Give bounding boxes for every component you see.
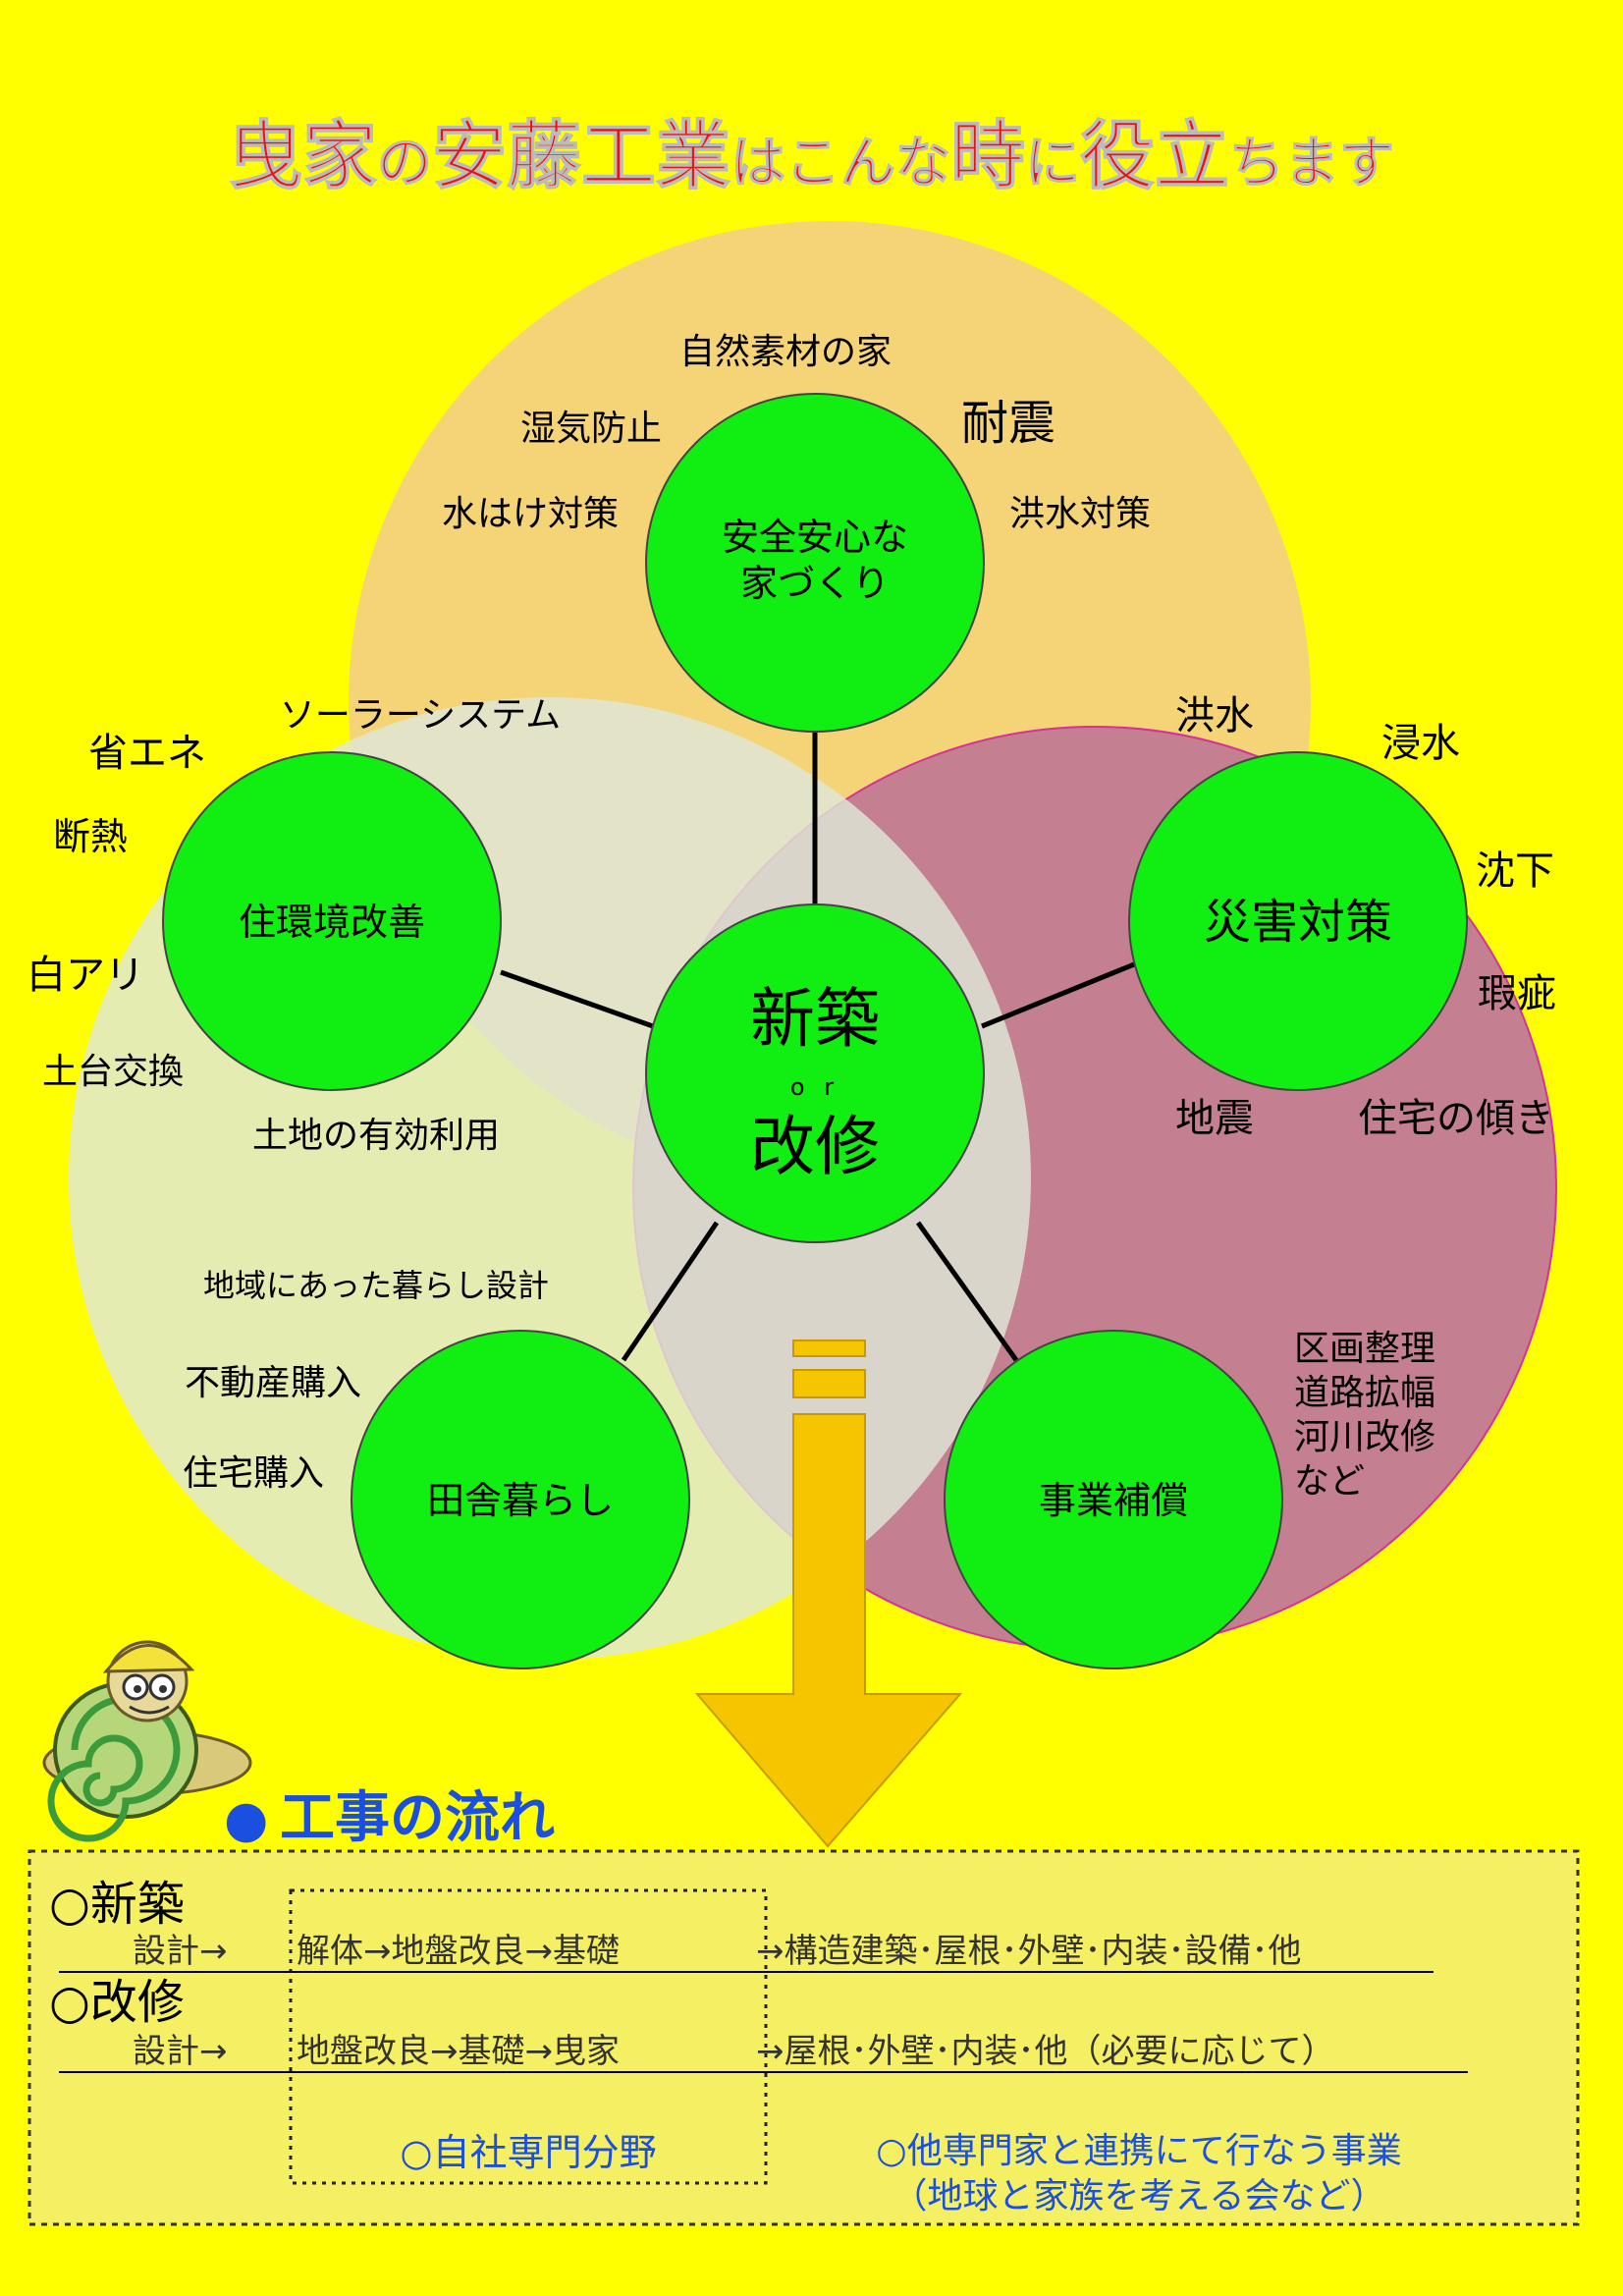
arrow-body — [694, 1413, 963, 1848]
title-part: はこんな — [730, 132, 950, 195]
label-comp-3: 河川改修 — [1294, 1417, 1435, 1457]
label-subsidence: 沈下 — [1476, 848, 1554, 894]
label-humidity: 湿気防止 — [520, 409, 662, 449]
label-flood: 洪水 — [1175, 693, 1254, 738]
flow-reno-inhouse: 地盤改良→基礎→曳家 — [297, 2032, 620, 2071]
node-living-circle — [162, 751, 502, 1091]
node-safety-line2: 家づくり — [740, 562, 890, 605]
label-comp-1: 区画整理 — [1294, 1329, 1435, 1369]
legend-partner-1: ○他専門家と連携にて行なう事業 — [876, 2131, 1401, 2171]
title-part: に — [1025, 132, 1080, 195]
page-title: 曳家の安藤工業はこんな時に役立ちます — [228, 112, 1394, 199]
legend-inhouse: ○自社専門分野 — [400, 2131, 656, 2174]
label-comp-4: など — [1294, 1461, 1365, 1502]
title-part: 時 — [950, 112, 1025, 199]
snail-mascot-icon — [42, 1640, 252, 1842]
node-rural-circle — [351, 1330, 690, 1669]
label-land-use: 土地の有効利用 — [252, 1116, 500, 1156]
node-rural: 田舎暮らし — [351, 1330, 690, 1669]
label-drainage: 水はけ対策 — [442, 494, 619, 534]
label-sill: 土台交換 — [42, 1052, 184, 1092]
flow-reno-partner: →屋根･外壁･内装･他（必要に応じて） — [756, 2032, 1335, 2071]
legend-partner-2: （地球と家族を考える会など） — [893, 2176, 1386, 2216]
label-natural: 自然素材の家 — [679, 332, 892, 372]
title-part: の — [377, 132, 432, 195]
flow-heading-bullet: ● — [224, 1790, 268, 1849]
node-safety-line1: 安全安心な — [722, 516, 908, 559]
node-safety-circle — [645, 393, 985, 733]
arrow-bar-2 — [792, 1369, 866, 1398]
node-disaster: 災害対策 — [1128, 751, 1468, 1091]
node-business-circle — [944, 1330, 1283, 1669]
node-business-label: 事業補償 — [1039, 1479, 1188, 1522]
label-inundation: 浸水 — [1381, 721, 1460, 766]
center-line1: 新築 — [750, 981, 880, 1057]
node-center: 新築 o r 改修 — [645, 903, 985, 1243]
label-flood-measures: 洪水対策 — [1009, 494, 1151, 534]
flow-new-design: 設計→ — [133, 1932, 228, 1971]
label-solar: ソーラーシステム — [280, 695, 561, 736]
node-disaster-circle — [1128, 751, 1468, 1091]
label-earthquake: 地震 — [1175, 1096, 1254, 1141]
label-comp-2: 道路拡幅 — [1294, 1373, 1435, 1413]
center-line2: 改修 — [750, 1109, 880, 1184]
connector-lines — [500, 732, 1140, 1362]
label-real-estate: 不動産購入 — [185, 1363, 361, 1403]
spoke-left — [500, 969, 654, 1029]
flow-new-inhouse: 解体→地盤改良→基礎 — [297, 1932, 620, 1971]
node-disaster-label: 災害対策 — [1204, 895, 1392, 950]
inhouse-box — [289, 1888, 768, 2185]
spoke-right — [981, 959, 1140, 1029]
label-tilt: 住宅の傾き — [1358, 1096, 1554, 1141]
label-energy: 省エネ — [88, 731, 206, 776]
flow-reno-label: ○改修 — [49, 1975, 185, 2030]
flow-new-partner: →構造建築･屋根･外壁･内装･設備･他 — [756, 1932, 1302, 1971]
arrow-bar-1 — [792, 1339, 866, 1357]
node-center-circle — [645, 903, 985, 1243]
center-or: o r — [790, 1073, 839, 1101]
flow-box — [27, 1849, 1580, 2226]
label-house-purchase: 住宅購入 — [183, 1453, 324, 1494]
outer-labels: 自然素材の家 湿気防止 耐震 水はけ対策 洪水対策 省エネ ソーラーシステム 断… — [27, 332, 1556, 1502]
down-arrow — [694, 1339, 963, 1848]
label-defect: 瑕疵 — [1478, 971, 1556, 1016]
spoke-bottom-left — [621, 1221, 720, 1362]
node-business: 事業補償 — [944, 1330, 1283, 1669]
title-part: 曳家 — [228, 112, 377, 199]
label-termite: 白アリ — [27, 953, 144, 998]
flow-new-label: ○新築 — [49, 1877, 185, 1932]
title-part: ちます — [1229, 132, 1394, 195]
flow-reno-design: 設計→ — [133, 2032, 228, 2071]
flow-heading: 工事の流れ — [280, 1786, 555, 1850]
spoke-bottom-right — [915, 1221, 1019, 1362]
label-regional: 地域にあった暮らし設計 — [203, 1267, 549, 1304]
label-quake-res: 耐震 — [961, 396, 1055, 451]
label-insulation: 断熱 — [53, 815, 128, 858]
node-rural-label: 田舎暮らし — [427, 1479, 614, 1522]
node-living-label: 住環境改善 — [239, 901, 425, 944]
node-living: 住環境改善 — [162, 751, 502, 1091]
title-part: 安藤工業 — [432, 112, 730, 199]
node-safety: 安全安心な 家づくり — [645, 393, 985, 733]
title-part: 役立 — [1080, 112, 1229, 199]
